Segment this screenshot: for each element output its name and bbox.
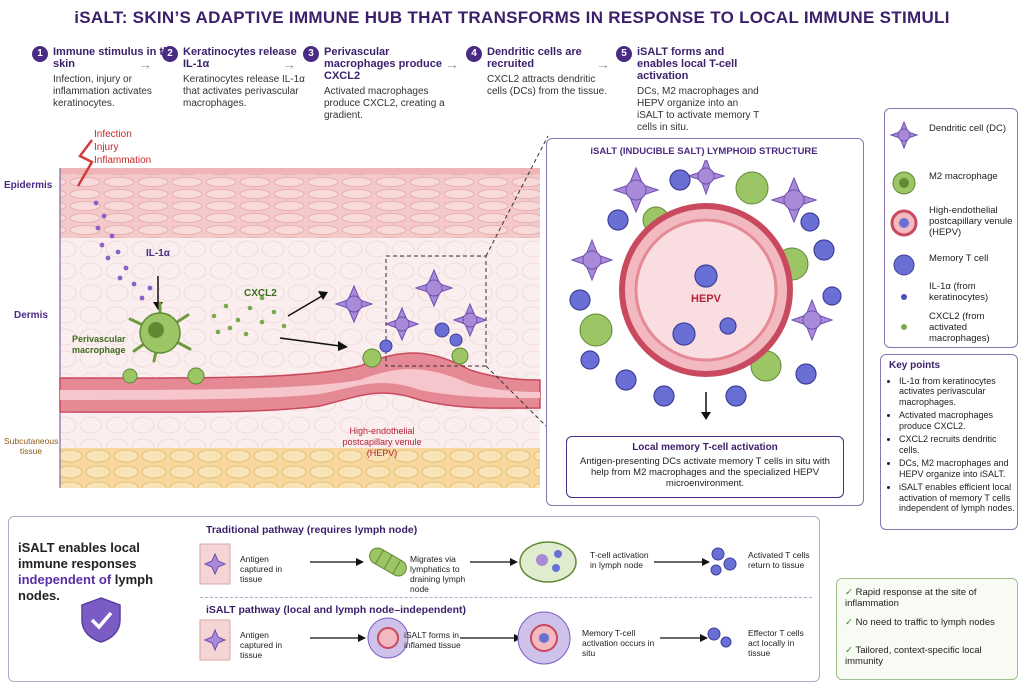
- activation-title: Local memory T-cell activation: [632, 442, 778, 453]
- step-5: 5 iSALT forms and enables local T-cell a…: [616, 46, 766, 134]
- step-number: 5: [616, 46, 632, 62]
- legend-m2-macrophage: M2 macrophage: [929, 171, 998, 182]
- step-number: 3: [303, 46, 319, 62]
- dermis-label: Dermis: [14, 310, 48, 321]
- dendritic-cell-icon: [889, 120, 919, 150]
- step-number: 4: [466, 46, 482, 62]
- legend-hepv: High-endothelial postcapillary venule (H…: [929, 205, 1013, 238]
- step-title: Keratinocytes release IL-1α: [183, 46, 297, 70]
- page-title: iSALT: SKIN’S ADAPTIVE IMMUNE HUB THAT T…: [74, 8, 950, 27]
- isalt-pathway-title: iSALT pathway (local and lymph node–inde…: [206, 604, 466, 616]
- epidermis-label: Epidermis: [4, 180, 53, 191]
- arrow-right-icon: →: [282, 56, 296, 72]
- pathway-comparison-panel: [8, 516, 820, 682]
- benefit-text: Rapid response at the site of inflammati…: [845, 587, 977, 609]
- key-points-panel: Key points IL-1α from keratinocytes acti…: [880, 354, 1018, 530]
- headline-part-c: lymph nodes.: [18, 572, 154, 603]
- step-description: Activated macrophages produce CXCL2, cre…: [324, 86, 445, 121]
- isalt-panel-title: iSALT (INDUCIBLE SALT) LYMPHOID STRUCTUR…: [590, 146, 818, 157]
- legend-dendritic-cell: Dendritic cell (DC): [929, 123, 1007, 134]
- stimulus-injury: Injury: [94, 142, 119, 153]
- shield-check-icon: [81, 597, 121, 643]
- step-number: 2: [162, 46, 178, 62]
- benefit-item: ✓ No need to traffic to lymph nodes: [845, 617, 1009, 628]
- step-3: 3 Perivascular macrophages produce CXCL2…: [303, 46, 451, 122]
- isalt-step-2: iSALT forms in inflamed tissue: [404, 630, 461, 650]
- memory-t-cell-icon: [893, 254, 915, 276]
- key-point-item: Activated macrophages produce CXCL2.: [899, 410, 1017, 431]
- step-number: 1: [32, 46, 48, 62]
- step-2: 2 Keratinocytes release IL-1α Keratinocy…: [162, 46, 310, 110]
- step-4: 4 Dendritic cells are recruited CXCL2 at…: [466, 46, 614, 98]
- step-1: 1 Immune stimulus in the skin Infection,…: [32, 46, 180, 110]
- legend-il1a: IL-1α (from keratinocytes): [929, 281, 989, 303]
- legend-cxcl2: CXCL2 (from activated macrophages): [929, 311, 990, 344]
- il1a-label: IL-1α: [146, 248, 170, 259]
- traditional-pathway-title: Traditional pathway (requires lymph node…: [206, 524, 418, 536]
- isalt-step-1: Antigen captured in tissue: [240, 630, 283, 660]
- legend-memory-t-cell: Memory T cell: [929, 253, 989, 264]
- arrow-right-icon: →: [596, 56, 610, 72]
- check-icon: ✓: [845, 617, 853, 628]
- isalt-step-4: Effector T cells act locally in tissue: [748, 628, 804, 658]
- check-icon: ✓: [845, 587, 853, 598]
- traditional-step-1: Antigen captured in tissue: [240, 554, 283, 584]
- macrophage-label: Perivascular macrophage: [72, 334, 126, 355]
- step-title: Dendritic cells are recruited: [487, 46, 582, 70]
- hepv-icon: [890, 209, 918, 237]
- step-description: Infection, injury or inflammation activa…: [53, 74, 152, 109]
- traditional-step-4: Activated T cells return to tissue: [748, 550, 810, 570]
- traditional-step-3: T-cell activation in lymph node: [590, 550, 649, 570]
- benefit-item: ✓ Rapid response at the site of inflamma…: [845, 587, 1009, 609]
- key-points-title: Key points: [889, 360, 941, 371]
- hepv-center-label: HEPV: [691, 293, 722, 305]
- benefit-item: ✓ Tailored, context-specific local immun…: [845, 645, 1009, 667]
- stimulus-infection: Infection: [94, 129, 132, 140]
- skin-cross-section: [59, 135, 549, 488]
- stimulus-list: Infection Injury Inflammation: [94, 128, 151, 167]
- step-description: CXCL2 attracts dendritic cells (DCs) fro…: [487, 74, 608, 97]
- benefit-text: No need to traffic to lymph nodes: [855, 617, 995, 628]
- step-description: DCs, M2 macrophages and HEPV organize in…: [637, 86, 760, 133]
- key-point-item: DCs, M2 macrophages and HEPV organize in…: [899, 458, 1017, 479]
- subcutaneous-label: Subcutaneous tissue: [4, 436, 59, 456]
- bottom-headline: iSALT enables local immune responses ind…: [18, 540, 180, 604]
- benefits-panel: ✓ Rapid response at the site of inflamma…: [836, 578, 1018, 680]
- step-title: iSALT forms and enables local T-cell act…: [637, 46, 738, 82]
- step-title: Immune stimulus in the skin: [53, 46, 176, 70]
- key-point-item: CXCL2 recruits dendritic cells.: [899, 434, 1017, 455]
- check-icon: ✓: [845, 645, 853, 656]
- isalt-structure-illustration: HEPV: [569, 160, 842, 420]
- activation-description: Antigen-presenting DCs activate memory T…: [580, 456, 830, 489]
- pathway-diagrams: [199, 541, 737, 665]
- hepv-label: High-endothelial postcapillary venule (H…: [342, 426, 422, 458]
- traditional-step-2: Migrates via lymphatics to draining lymp…: [410, 554, 466, 594]
- il1a-dot-icon: [901, 294, 907, 300]
- activation-box: Local memory T-cell activation Antigen-p…: [566, 436, 844, 498]
- key-point-item: IL-1α from keratinocytes activates periv…: [899, 376, 1017, 408]
- arrow-right-icon: →: [138, 56, 152, 72]
- pathway-divider: [200, 597, 812, 598]
- step-description: Keratinocytes release IL-1α that activat…: [183, 74, 305, 109]
- cxcl2-label: CXCL2: [244, 288, 277, 299]
- isalt-step-3: Memory T-cell activation occurs in situ: [582, 628, 655, 658]
- cxcl2-dot-icon: [901, 324, 907, 330]
- benefit-text: Tailored, context-specific local immunit…: [845, 645, 982, 667]
- headline-highlight: independent of: [18, 572, 112, 587]
- key-point-item: iSALT enables efficient local activation…: [899, 482, 1017, 514]
- legend-icons: [889, 120, 919, 330]
- m2-macrophage-icon: [892, 171, 916, 195]
- arrow-right-icon: →: [445, 56, 459, 72]
- stimulus-inflammation: Inflammation: [94, 155, 152, 166]
- step-title: Perivascular macrophages produce CXCL2: [324, 46, 442, 82]
- headline-part-a: iSALT enables local immune responses: [18, 540, 140, 571]
- legend-panel: Dendritic cell (DC) M2 macrophage High-e…: [884, 108, 1018, 348]
